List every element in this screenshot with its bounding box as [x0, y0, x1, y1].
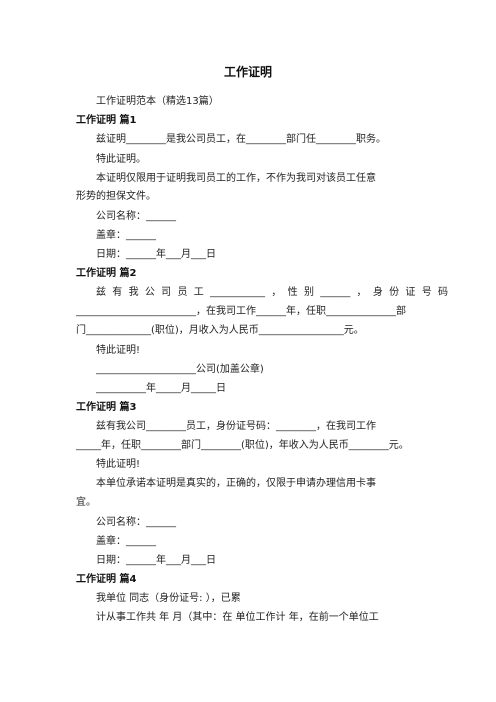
paragraph-line: 兹证明________是我公司员工，在________部门任________职务…	[96, 134, 386, 145]
date-line: __________年_____月_____日	[96, 383, 226, 394]
document-title: 工作证明	[223, 65, 272, 79]
document-subtitle: 工作证明范本（精选13篇）	[96, 96, 219, 107]
paragraph-line: 特此证明!	[96, 345, 141, 356]
section-heading-1: 工作证明 篇1	[76, 115, 137, 126]
section-heading-3: 工作证明 篇3	[76, 402, 137, 413]
paragraph-line: 形势的担保文件。	[76, 191, 156, 202]
date-line: 日期：______年___月___日	[96, 555, 216, 566]
paragraph-line: _____年，任职________部门________(职位)，年收入为人民币_…	[76, 440, 409, 451]
paragraph-line: 特此证明!	[96, 459, 141, 470]
paragraph-line: 兹有我公司________员工，身份证号码：________，在我司工作	[96, 421, 376, 432]
seal-line: 盖章：______	[96, 536, 156, 547]
paragraph-line: 兹有我公司员工___________，性别______，身份证号码	[96, 287, 448, 298]
section-heading-4: 工作证明 篇4	[76, 574, 137, 585]
paragraph-line: 宜。	[76, 497, 96, 508]
date-line: 日期：______年___月___日	[96, 249, 216, 260]
section-heading-2: 工作证明 篇2	[76, 268, 137, 279]
paragraph-line: ________________________，在我司工作______年，任职…	[76, 306, 406, 317]
paragraph-line: 我单位 同志（身份证号: ），已累	[96, 593, 241, 604]
paragraph-line: 门_____________(职位)，月收入为人民币______________…	[76, 325, 364, 336]
paragraph-line: 本证明仅限用于证明我司员工的工作，不作为我司对该员工任意	[96, 173, 376, 184]
paragraph-line: 计从事工作共 年 月（其中：在 单位工作计 年，在前一个单位工	[96, 612, 379, 623]
paragraph-line: 本单位承诺本证明是真实的，正确的，仅限于申请办理信用卡事	[96, 478, 376, 489]
company-name-line: 公司名称：______	[96, 211, 176, 222]
company-seal-line: ____________________公司(加盖公章)	[96, 364, 264, 375]
paragraph-line: 特此证明。	[96, 154, 146, 165]
company-name-line: 公司名称：______	[96, 517, 176, 528]
seal-line: 盖章：______	[96, 230, 156, 241]
